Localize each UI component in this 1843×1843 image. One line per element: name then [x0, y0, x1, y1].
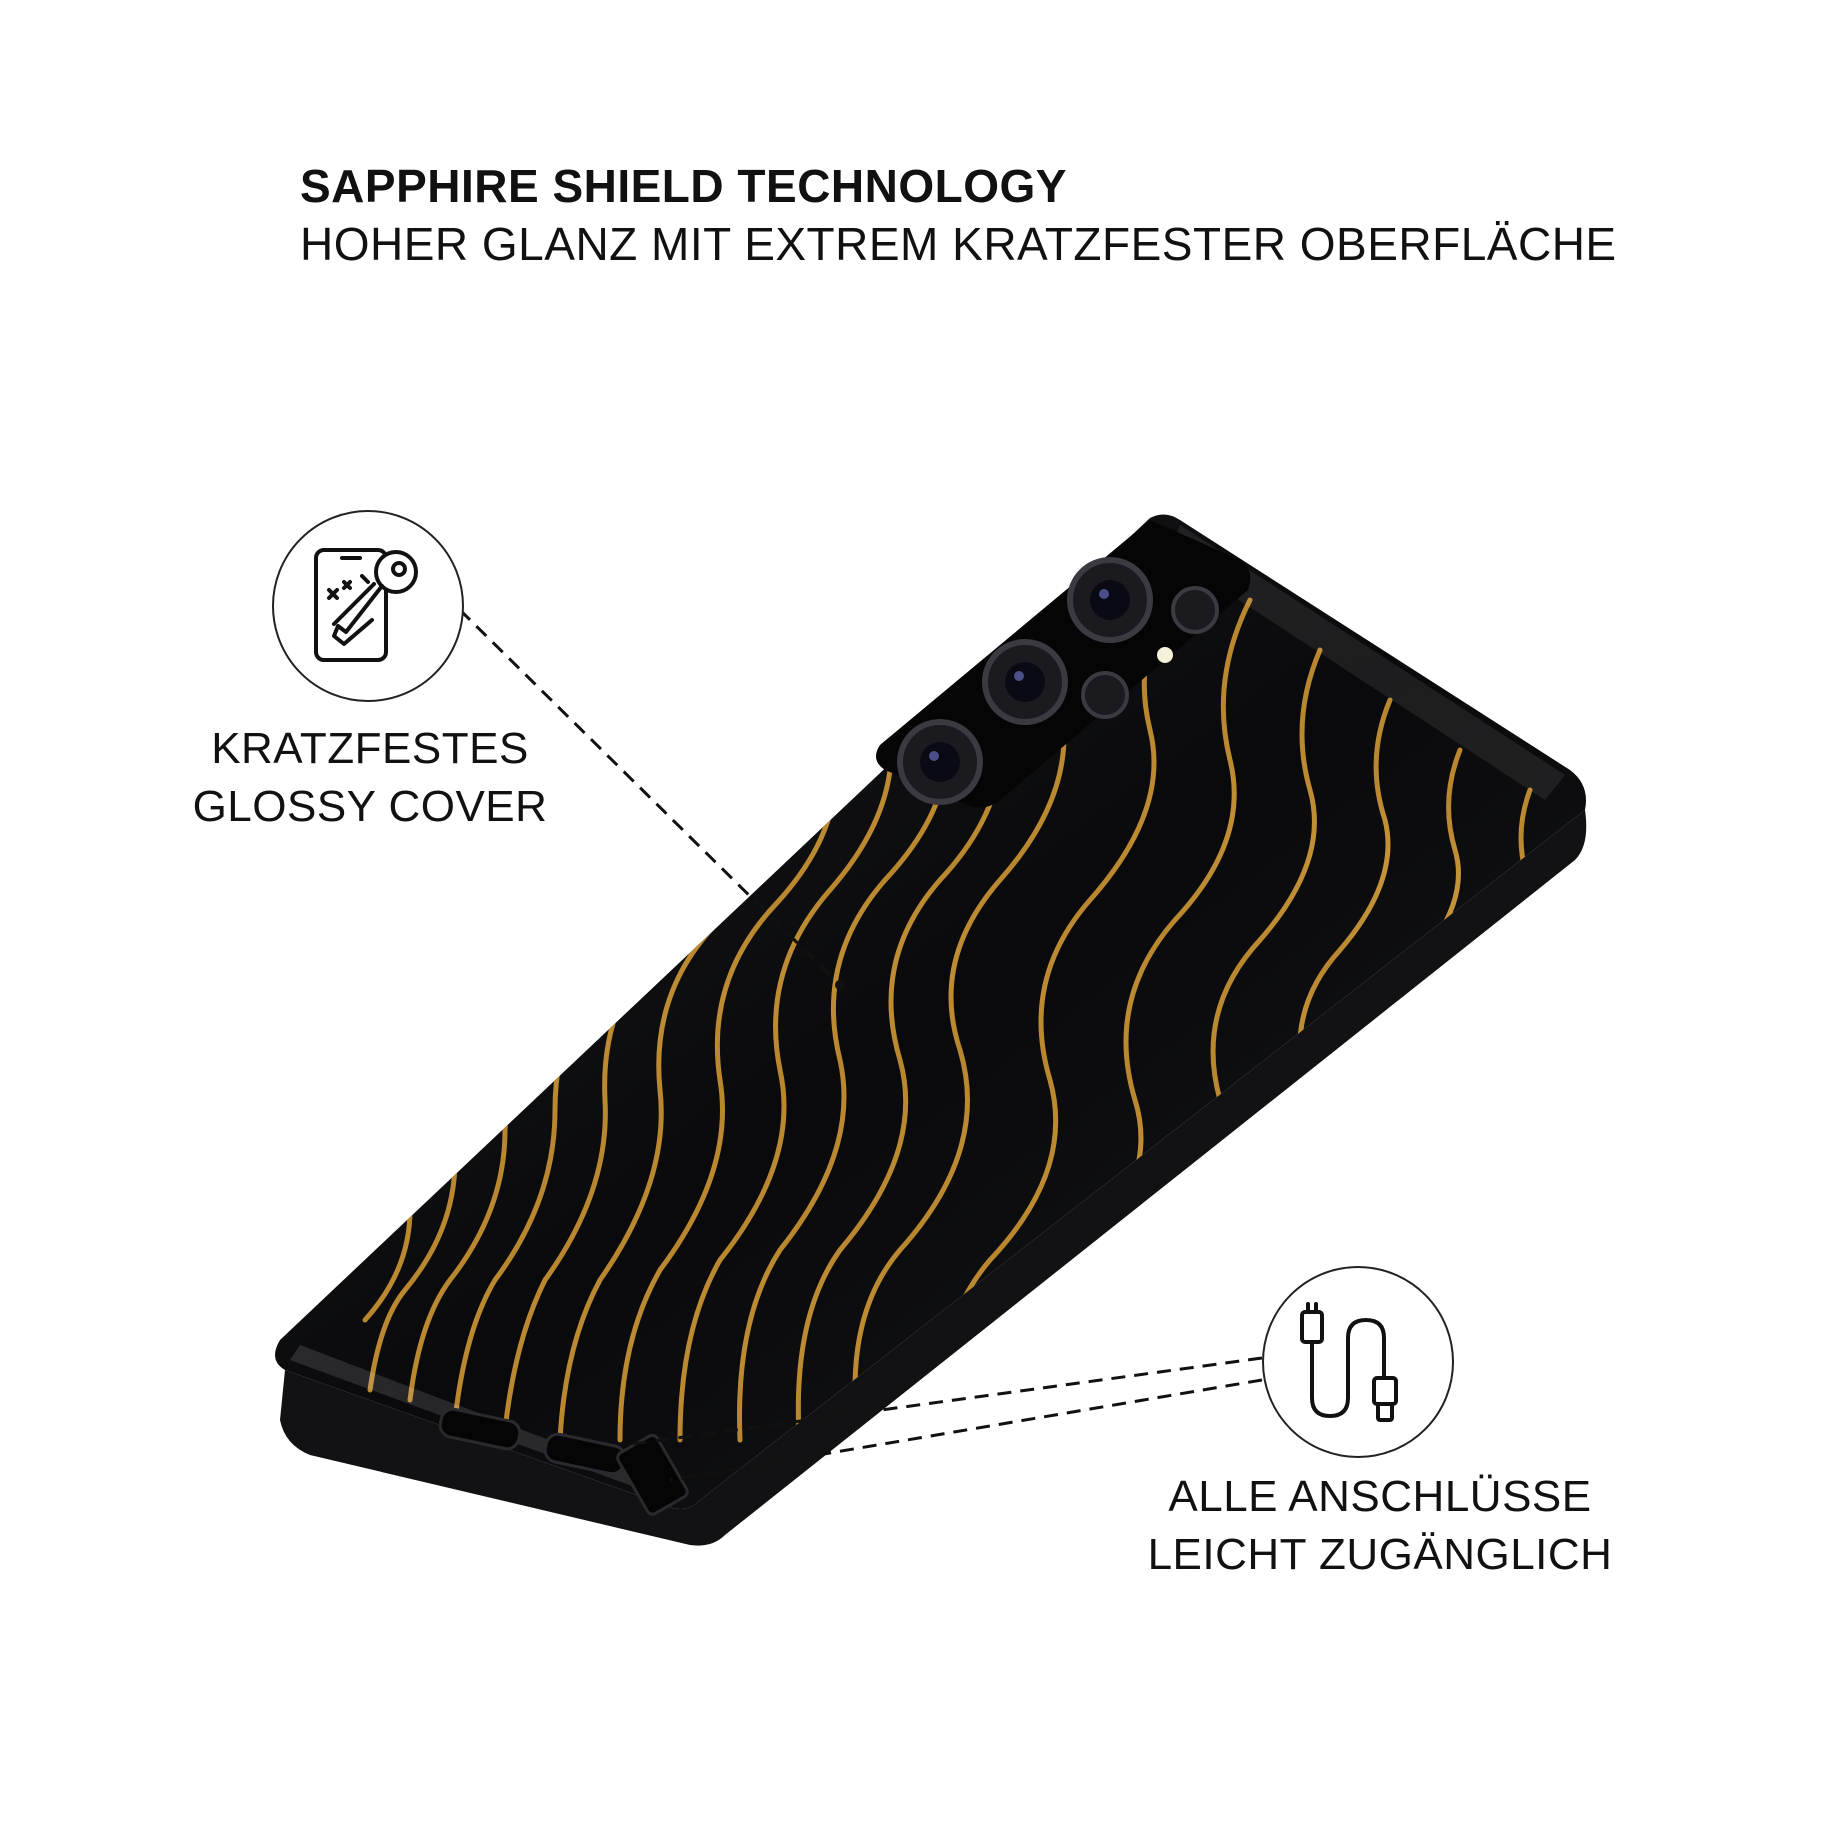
case-back: [275, 514, 1587, 1509]
camera-lens: [1067, 557, 1153, 643]
usb-cable-icon: [1262, 1266, 1454, 1458]
feature-label-ports: ALLE ANSCHLÜSSE LEICHT ZUGÄNGLICH: [1080, 1468, 1680, 1584]
port-openings: [438, 1407, 689, 1516]
camera-lens: [1171, 586, 1219, 634]
leader-line-left: [458, 608, 842, 987]
feature-label-line: ALLE ANSCHLÜSSE: [1168, 1472, 1592, 1521]
feature-label-line: KRATZFESTES: [211, 724, 529, 773]
feature-label-line: LEICHT ZUGÄNGLICH: [1147, 1530, 1613, 1579]
feature-label-scratch: KRATZFESTES GLOSSY COVER: [150, 720, 590, 836]
headline: SAPPHIRE SHIELD TECHNOLOGY: [300, 160, 1067, 212]
feature-label-line: GLOSSY COVER: [192, 782, 548, 831]
header: SAPPHIRE SHIELD TECHNOLOGY HOHER GLANZ M…: [300, 158, 1617, 274]
case-side: [280, 810, 1587, 1546]
subheadline: HOHER GLANZ MIT EXTREM KRATZFESTER OBERF…: [300, 218, 1617, 270]
camera-lens: [1081, 671, 1129, 719]
camera-lens: [897, 719, 983, 805]
scratch-resistant-phone-key-icon: [272, 510, 464, 702]
camera-module: [876, 520, 1251, 808]
leader-line-right-top: [624, 1356, 1263, 1447]
flash: [1157, 647, 1173, 663]
leader-line-right-bottom: [669, 1378, 1263, 1482]
camera-lens: [982, 639, 1068, 725]
